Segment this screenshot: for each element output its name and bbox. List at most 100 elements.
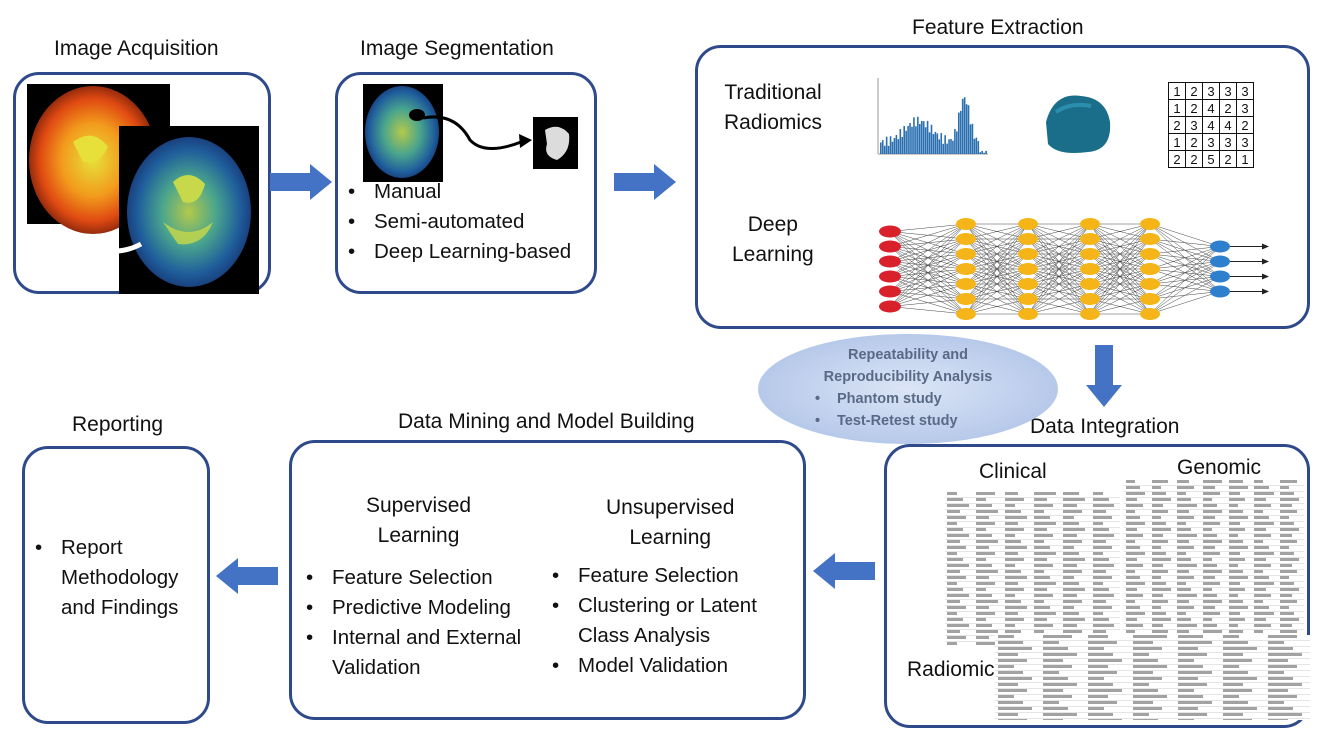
sheet-cell	[1280, 558, 1300, 561]
reporting-list: Report Methodology and Findings	[31, 533, 211, 623]
sheet-cell	[1223, 647, 1257, 650]
matrix-cell: 4	[1219, 116, 1237, 134]
sheet-cell	[1092, 588, 1109, 591]
sheet-cell	[1202, 630, 1223, 633]
nn-connection	[1149, 238, 1221, 247]
nn-node	[1018, 293, 1038, 305]
sheet-cell	[1092, 582, 1103, 585]
nn-connection	[1027, 223, 1091, 285]
sheet-cell	[946, 624, 969, 627]
sheet-cell	[975, 498, 987, 501]
sheet-cell	[1133, 635, 1167, 638]
sheet-cell	[975, 636, 990, 639]
sheet-cell	[1034, 516, 1051, 519]
sheet-cell	[1268, 683, 1302, 686]
histogram-bar	[913, 117, 915, 154]
matrix-cell: 2	[1219, 150, 1237, 168]
sheet-cell	[1202, 522, 1220, 525]
sheet-cell	[998, 683, 1019, 686]
sheet-cell	[1034, 522, 1057, 525]
nn-connection	[1027, 238, 1091, 315]
sheet-cell	[1151, 528, 1171, 531]
nn-node	[879, 240, 901, 253]
matrix-cell: 1	[1168, 82, 1186, 100]
nn-connection	[1089, 223, 1151, 300]
sheet-cell	[946, 534, 969, 537]
sheet-cell	[1228, 534, 1238, 537]
sheet-cell	[1005, 594, 1016, 597]
list-item: Model Validation	[548, 651, 788, 681]
sheet-cell	[1228, 594, 1238, 597]
nn-connection	[965, 283, 1029, 315]
sheet-cell	[998, 653, 1019, 656]
histogram-bar	[924, 127, 927, 154]
sheet-cell	[1228, 618, 1246, 621]
sheet-cell	[1223, 701, 1248, 704]
sheet-cell	[946, 492, 957, 495]
sheet-cell	[1177, 594, 1197, 597]
sheet-cell	[1202, 504, 1218, 507]
sheet-cell	[998, 689, 1028, 692]
histogram-bar	[880, 142, 882, 154]
sheet-cell	[1034, 552, 1057, 555]
matrix-cell: 3	[1202, 133, 1220, 151]
histogram-bar	[967, 105, 970, 154]
sheet-cell	[1088, 689, 1122, 692]
sheet-row	[945, 570, 1120, 576]
sheet-cell	[975, 624, 992, 627]
sheet-cell	[1133, 683, 1149, 686]
sheet-cell	[1178, 647, 1199, 650]
list-item: •Phantom study	[815, 391, 942, 407]
sheet-cell	[1178, 719, 1194, 720]
sheet-cell	[1125, 624, 1143, 627]
sheet-cell	[946, 612, 957, 615]
sheet-cell	[1268, 689, 1289, 692]
sheet-cell	[1005, 564, 1016, 567]
histogram-bar	[938, 139, 941, 154]
title-reporting: Reporting	[72, 413, 164, 436]
sheet-cell	[1005, 582, 1019, 585]
sheet-row	[1124, 600, 1304, 606]
sheet-row	[1124, 522, 1304, 528]
histogram-bar	[959, 110, 962, 154]
sheet-cell	[1151, 504, 1164, 507]
histogram-bar	[961, 98, 964, 154]
sheet-cell	[1092, 576, 1112, 579]
sheet-cell	[1151, 564, 1164, 567]
sheet-cell	[975, 528, 987, 531]
histogram-bar	[963, 97, 966, 154]
sheet-cell	[1005, 624, 1016, 627]
sheet-cell	[1223, 713, 1244, 716]
nn-node	[1210, 240, 1230, 253]
sheet-cell	[975, 612, 995, 615]
sheet-cell	[1092, 618, 1109, 621]
sheet-cell	[1280, 546, 1290, 549]
sheet-cell	[1092, 546, 1112, 549]
list-item: Internal and External Validation	[302, 623, 552, 683]
histogram-bar	[919, 123, 921, 154]
sheet-row	[1124, 504, 1304, 510]
sheet-cell	[1202, 498, 1212, 501]
nn-node	[1140, 308, 1160, 320]
sheet-cell	[1202, 582, 1220, 585]
sheet-cell	[1151, 516, 1161, 519]
sheet-cell	[975, 492, 995, 495]
sheet-cell	[1043, 719, 1064, 720]
sheet-cell	[1133, 665, 1167, 668]
histogram-bar	[889, 136, 892, 154]
sheet-cell	[1125, 528, 1138, 531]
sheet-cell	[1034, 594, 1054, 597]
sheet-row	[995, 665, 1310, 671]
nn-connection	[889, 223, 967, 292]
sheet-cell	[1254, 522, 1274, 525]
histogram-bar	[954, 129, 956, 154]
sheet-row	[1124, 534, 1304, 540]
sheet-cell	[1125, 582, 1146, 585]
nn-connection	[1089, 223, 1151, 255]
sheet-cell	[1034, 582, 1057, 585]
sheet-cell	[1151, 630, 1169, 633]
sheet-cell	[1005, 570, 1022, 573]
nn-connection	[1089, 268, 1151, 315]
sheet-cell	[1092, 510, 1106, 513]
histogram-bar	[958, 112, 960, 154]
